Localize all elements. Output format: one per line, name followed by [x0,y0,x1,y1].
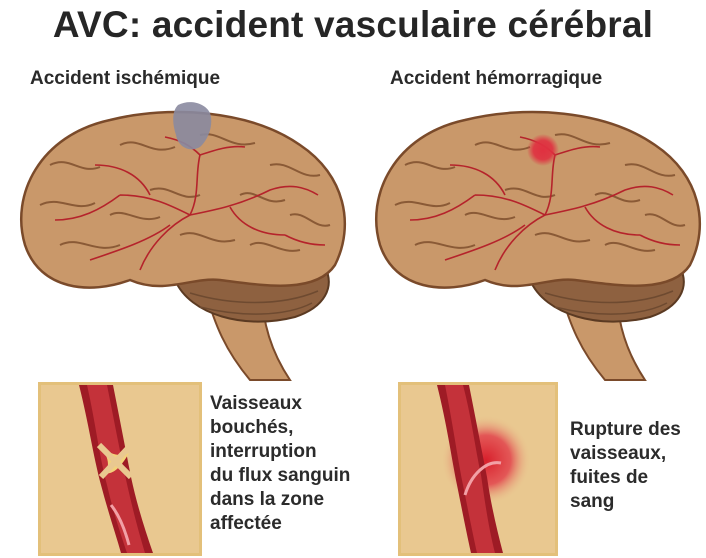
page-title: AVC: accident vasculaire cérébral [0,4,706,46]
ischemic-caption: Vaisseaux bouchés, interruption du flux … [210,392,350,536]
hemorrhage-spot [527,134,559,166]
ruptured-vessel-icon [401,385,555,553]
hemorrhagic-caption: Rupture des vaisseaux, fuites de sang [570,418,681,514]
ischemic-heading: Accident ischémique [30,68,220,90]
ruptured-vessel-inset [398,382,558,556]
blocked-vessel-icon [41,385,199,553]
blocked-vessel-inset [38,382,202,556]
hemorrhagic-brain-illustration [355,95,706,385]
ischemic-brain-illustration [0,95,360,385]
hemorrhagic-heading: Accident hémorragique [390,68,602,90]
